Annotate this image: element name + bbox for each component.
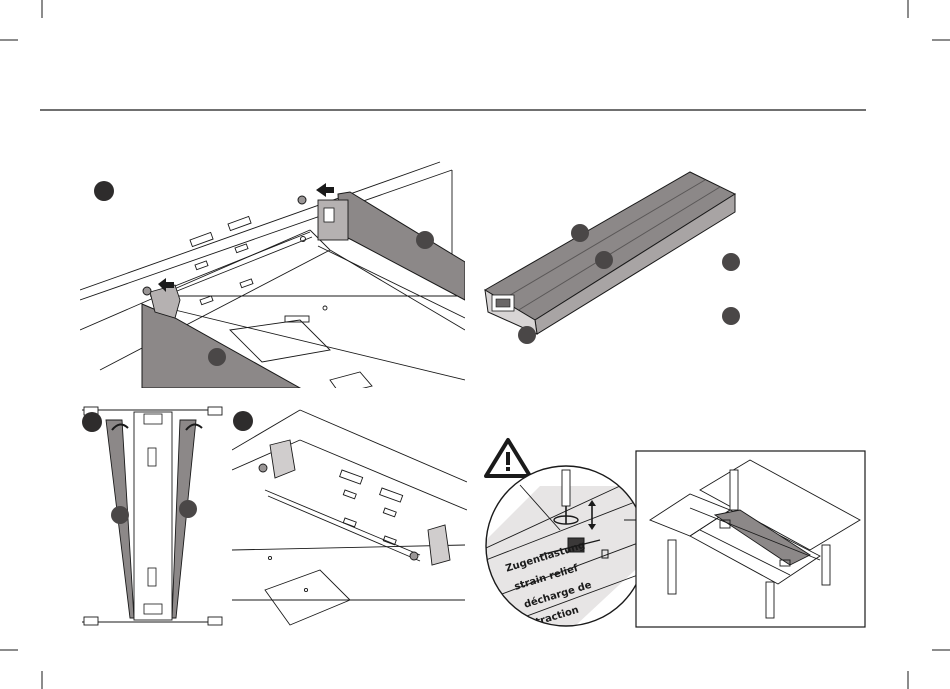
part-badge: [571, 224, 589, 242]
step-badge: [233, 411, 253, 431]
part-badge: [595, 251, 613, 269]
figure-bottom-right: Zugentlastung strain relief décharge de …: [486, 440, 865, 640]
figure-bottom-left: [82, 407, 222, 625]
part-badge: [518, 326, 536, 344]
part-badge: [722, 307, 740, 325]
figure-bottom-middle: [232, 410, 467, 625]
part-badge: [722, 253, 740, 271]
part-badge: [179, 500, 197, 518]
figure-top-right: [485, 172, 740, 344]
part-badge: [416, 231, 434, 249]
step-badge: [94, 181, 114, 201]
arrow-icon: [316, 183, 334, 197]
warning-icon: [486, 440, 530, 476]
part-badge: [111, 506, 129, 524]
figure-top-left: [80, 162, 465, 394]
step-badge: [82, 412, 102, 432]
part-badge: [208, 348, 226, 366]
